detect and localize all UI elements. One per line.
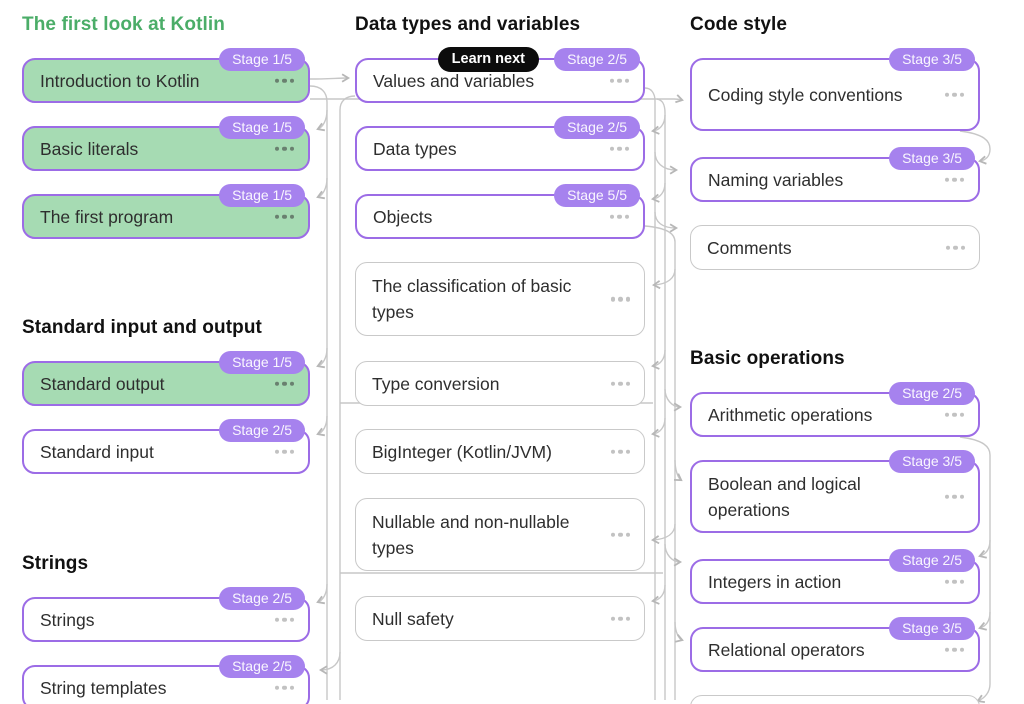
stage-badge: Stage 1/5 [219,48,305,71]
topic-card-naming-variables[interactable]: Stage 3/5 Naming variables [690,147,980,202]
topic-card-standard-output[interactable]: Stage 1/5 Standard output [22,351,310,406]
card-menu-icon[interactable] [945,245,965,250]
topic-title: Type conversion [372,373,500,394]
topic-card-biginteger[interactable]: BigInteger (Kotlin/JVM) [355,429,645,474]
topic-title: Relational operators [708,639,865,660]
topic-card-classification-basic-types[interactable]: The classification of basic types [355,262,645,336]
topic-card-nullable-types[interactable]: Nullable and non-nullable types [355,498,645,571]
card-menu-icon[interactable] [274,449,294,454]
stage-badge: Stage 3/5 [889,617,975,640]
stage-badge: Stage 2/5 [219,419,305,442]
card-menu-icon[interactable] [609,78,629,83]
topic-title: Basic literals [40,138,139,159]
topic-card-string-templates[interactable]: Stage 2/5 String templates [22,655,310,704]
topic-title: Standard input [40,441,154,462]
topic-card-data-types[interactable]: Stage 2/5 Data types [355,116,645,171]
topic-card-partial-bottom[interactable] [690,695,980,704]
section-title-strings: Strings [22,553,89,574]
section-title-data-types: Data types and variables [355,14,581,35]
topic-card-relational-operators[interactable]: Stage 3/5 Relational operators [690,617,980,672]
topic-card-the-first-program[interactable]: Stage 1/5 The first program [22,184,310,239]
topic-title: Data types [373,138,457,159]
stage-badge: Stage 2/5 [554,116,640,139]
topic-title: Nullable and non-nullable types [372,511,570,558]
card-menu-icon[interactable] [609,214,629,219]
card-menu-icon[interactable] [610,616,630,621]
topic-card-arithmetic-operations[interactable]: Stage 2/5 Arithmetic operations [690,382,980,437]
stage-badge: Stage 2/5 [554,48,640,71]
topic-title: Boolean and logical operations [708,473,861,520]
topic-title: BigInteger (Kotlin/JVM) [372,441,552,462]
card-menu-icon[interactable] [610,532,630,537]
topic-card-boolean-logical-operations[interactable]: Stage 3/5 Boolean and logical operations [690,450,980,533]
topic-title: Standard output [40,373,165,394]
topic-title: Values and variables [373,70,535,91]
stage-badge: Stage 3/5 [889,147,975,170]
stage-badge: Stage 2/5 [889,382,975,405]
stage-badge: Stage 5/5 [554,184,640,207]
card-menu-icon[interactable] [944,412,964,417]
card-menu-icon[interactable] [274,685,294,690]
topic-card-type-conversion[interactable]: Type conversion [355,361,645,406]
topic-title: Introduction to Kotlin [40,70,200,91]
section-title-standard-io: Standard input and output [22,317,262,338]
topic-card-coding-style-conventions[interactable]: Stage 3/5 Coding style conventions [690,48,980,131]
topic-card-comments[interactable]: Comments [690,225,980,270]
topic-title: Objects [373,206,433,227]
learn-next-badge: Learn next [437,47,539,72]
topic-title: Arithmetic operations [708,404,873,425]
stage-badge: Stage 3/5 [889,450,975,473]
section-title-code-style: Code style [690,14,788,35]
topic-title: Strings [40,609,95,630]
topic-card-integers-in-action[interactable]: Stage 2/5 Integers in action [690,549,980,604]
card-menu-icon[interactable] [610,449,630,454]
topic-card-standard-input[interactable]: Stage 2/5 Standard input [22,419,310,474]
card-menu-icon[interactable] [944,647,964,652]
topic-title: Naming variables [708,169,844,190]
card-menu-icon[interactable] [274,78,294,83]
stage-badge: Stage 1/5 [219,116,305,139]
topic-title: Coding style conventions [708,84,903,105]
card-menu-icon[interactable] [274,381,294,386]
card-menu-icon[interactable] [944,177,964,182]
stage-badge: Stage 2/5 [889,549,975,572]
section-title-basic-operations: Basic operations [690,348,845,369]
stage-badge: Stage 2/5 [219,587,305,610]
card-menu-icon[interactable] [274,617,294,622]
card-menu-icon[interactable] [610,296,630,302]
topic-card-introduction-to-kotlin[interactable]: Stage 1/5 Introduction to Kotlin [22,48,310,103]
topic-card-strings[interactable]: Stage 2/5 Strings [22,587,310,642]
stage-badge: Stage 1/5 [219,351,305,374]
card-menu-icon[interactable] [274,214,294,219]
stage-badge: Stage 3/5 [889,48,975,71]
topic-title: The classification of basic types [372,276,572,322]
section-title-first-look: The first look at Kotlin [22,14,225,35]
card-menu-icon[interactable] [609,146,629,151]
card-menu-icon[interactable] [944,92,964,97]
topic-title: Null safety [372,608,454,629]
card-menu-icon[interactable] [610,381,630,386]
topic-title: Comments [707,237,792,258]
topic-card-objects[interactable]: Stage 5/5 Objects [355,184,645,239]
stage-badge: Stage 2/5 [219,655,305,678]
stage-badge: Stage 1/5 [219,184,305,207]
topic-title: The first program [40,206,174,227]
topic-card-basic-literals[interactable]: Stage 1/5 Basic literals [22,116,310,171]
topic-card-values-and-variables[interactable]: Learn next Stage 2/5 Values and variable… [355,47,645,103]
card-menu-icon[interactable] [944,579,964,584]
topic-card-null-safety[interactable]: Null safety [355,596,645,641]
topic-title: Integers in action [708,571,842,592]
card-menu-icon[interactable] [274,146,294,151]
topic-title: String templates [40,677,167,698]
card-menu-icon[interactable] [944,494,964,499]
